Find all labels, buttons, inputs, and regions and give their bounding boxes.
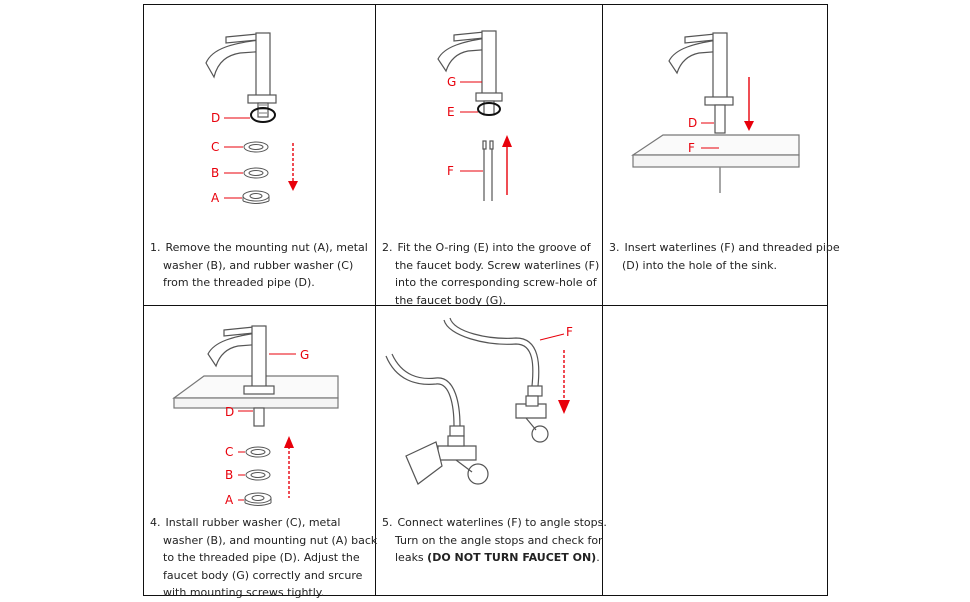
grid-divider [144,305,827,306]
caption-line: washer (B), and mounting nut (A) back [163,533,378,547]
label-f: F [688,141,695,155]
label-g: G [447,75,456,89]
arrow-down-icon [288,181,298,191]
label-a: A [211,191,220,205]
caption-line: Connect waterlines (F) to angle stops. [397,516,607,529]
step-number: 1. [150,241,161,254]
caption-line: with mounting screws tightly. [163,586,325,599]
label-d: D [211,111,220,125]
label-f: F [566,325,573,339]
step-2-illustration: G E F [437,30,512,201]
label-e: E [447,105,455,119]
step-3-illustration: D F [631,32,800,193]
caption-line: Fit the O-ring (E) into the groove of [397,241,591,254]
empty-panel [603,306,829,596]
caption-line: washer (B), and rubber washer (C) [163,258,354,272]
label-f: F [447,164,454,178]
caption-punctuation: . [596,551,600,564]
step-1-caption: 1. Remove the mounting nut (A), metal wa… [150,239,368,292]
step-1-panel: D C B A 1. Remove the mounting nut (A), … [144,5,375,305]
step-5-panel: F 5. Connect waterlines (F) to angle sto… [376,306,607,596]
caption-line: into the corresponding screw-hole of [395,276,597,289]
warning-text: (DO NOT TURN FAUCET ON) [427,551,597,564]
step-number: 2. [382,241,393,254]
label-g: G [300,348,309,362]
label-c: C [225,445,233,459]
step-2-caption: 2. Fit the O-ring (E) into the groove of… [382,239,599,309]
step-1-illustration: D C B A [205,32,298,205]
caption-line: Install rubber washer (C), metal [165,516,341,529]
caption-line: Insert waterlines (F) and threaded pipe [624,241,840,254]
step-number: 5. [382,516,393,529]
caption-line: (D) into the hole of the sink. [622,258,777,272]
arrow-up-icon [284,436,294,448]
arrow-down-icon [558,400,570,414]
caption-line: leaks [395,551,428,564]
step-3-caption: 3. Insert waterlines (F) and threaded pi… [609,239,840,274]
instruction-grid: D C B A 1. Remove the mounting nut (A), … [143,4,840,599]
step-4-panel: G D C B A 4. Install rubber washer (C), … [144,306,377,599]
arrow-up-icon [502,135,512,147]
step-5-caption: 5. Connect waterlines (F) to angle stops… [382,514,607,567]
caption-line: Turn on the angle stops and check for [395,533,603,547]
step-number: 4. [150,516,161,529]
caption-line: Remove the mounting nut (A), metal [165,241,368,254]
caption-line: to the threaded pipe (D). Adjust the [163,551,360,564]
caption-line: faucet body (G) correctly and srcure [163,568,363,582]
label-d: D [225,405,234,419]
step-3-panel: D F 3. Insert waterlines (F) and threade… [603,5,840,305]
label-d: D [688,116,697,130]
label-a: A [225,493,234,507]
label-b: B [225,468,233,482]
caption-line: the faucet body (G). [395,293,507,307]
caption-line: from the threaded pipe (D). [163,276,315,289]
step-2-panel: G E F 2. Fit the O-ring (E) into the gro… [376,5,602,307]
step-4-illustration: G D C B A [172,325,339,507]
caption-line: the faucet body. Screw waterlines (F) [395,258,600,272]
step-number: 3. [609,241,620,254]
step-4-caption: 4. Install rubber washer (C), metal wash… [150,514,377,602]
grid-divider [602,5,603,595]
grid-divider [375,5,376,595]
label-c: C [211,140,219,154]
arrow-down-icon [744,121,754,131]
label-b: B [211,166,219,180]
step-5-illustration: F [385,317,573,485]
